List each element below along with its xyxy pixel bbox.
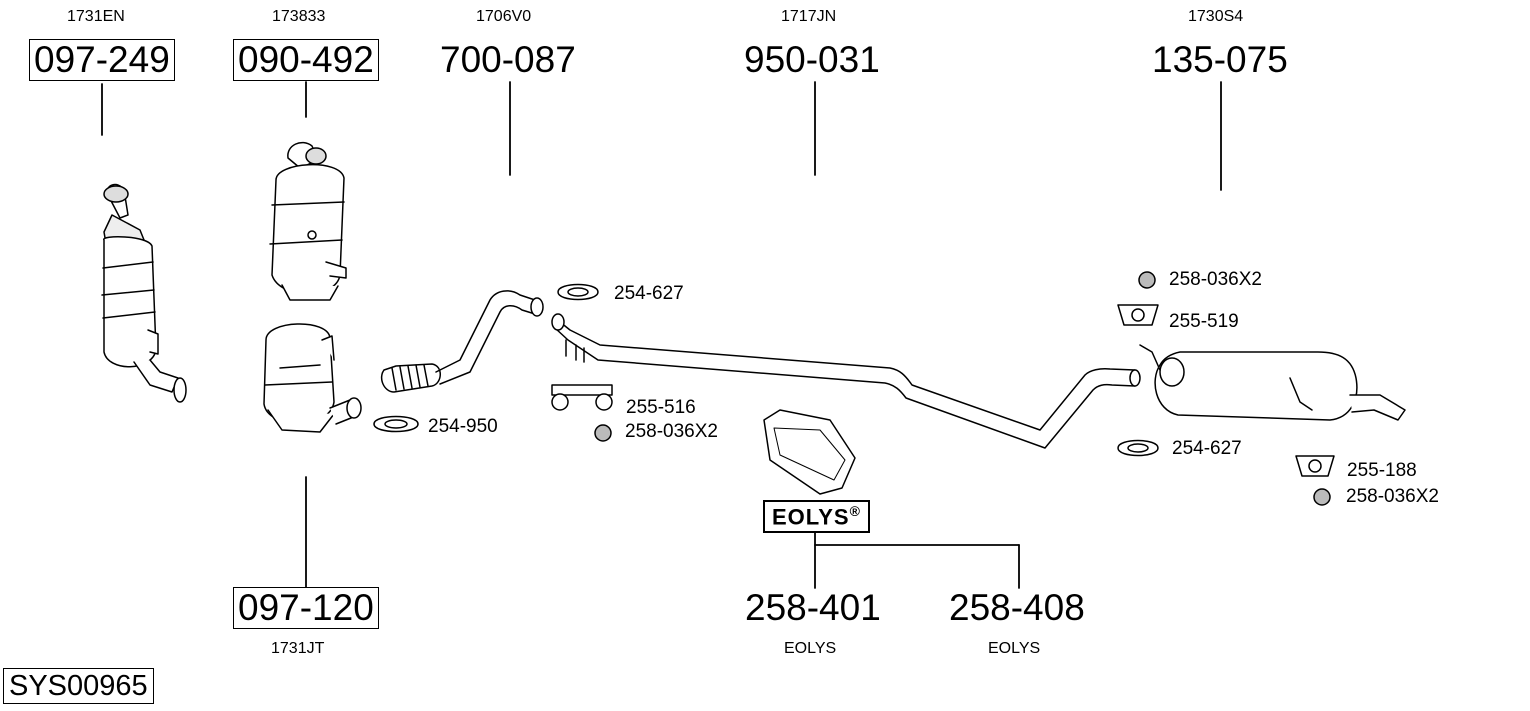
- nut-icons: [594, 271, 1331, 506]
- acc-mount-rear-right[interactable]: 255-188: [1347, 460, 1417, 481]
- catalyst-1-drawing: [101, 183, 187, 403]
- acc-nut-front[interactable]: 258-036X2: [625, 421, 718, 442]
- oe-ref-eolys2: EOLYS: [988, 640, 1041, 657]
- oe-ref-cat2: 173833: [272, 8, 326, 25]
- front-pipe-drawing: [380, 290, 544, 393]
- eolys-badge-mark: ®: [849, 503, 861, 519]
- mount-icons: [551, 304, 1335, 477]
- oe-ref-rear-silencer: 1730S4: [1188, 8, 1244, 25]
- part-number-cat1[interactable]: 097-249: [29, 39, 175, 81]
- part-number-rear-silencer[interactable]: 135-075: [1152, 39, 1288, 80]
- mount-icon-rear-right: [1295, 455, 1335, 477]
- part-number-centre-pipe[interactable]: 950-031: [744, 39, 880, 80]
- centre-pipe-drawing: [551, 313, 1141, 449]
- nut-icon-front: [594, 424, 612, 442]
- oe-ref-dpf: 1731JT: [271, 640, 325, 657]
- oe-ref-eolys1: EOLYS: [784, 640, 837, 657]
- eolys-badge: EOLYS®: [763, 500, 870, 534]
- clamp-icon-dpf: [373, 415, 419, 433]
- acc-clamp-dpf[interactable]: 254-950: [428, 416, 498, 437]
- bracket-icon-front: [551, 384, 613, 411]
- acc-clamp-rear[interactable]: 254-627: [1172, 438, 1242, 459]
- eolys-badge-text: EOLYS: [772, 504, 850, 530]
- oe-ref-front-pipe: 1706V0: [476, 8, 532, 25]
- system-id: SYS00965: [3, 668, 154, 704]
- part-number-dpf[interactable]: 097-120: [233, 587, 379, 629]
- acc-mount-rear-top[interactable]: 255-519: [1169, 311, 1239, 332]
- part-number-eolys1[interactable]: 258-401: [745, 587, 881, 628]
- nut-icon-rear-right: [1313, 488, 1331, 506]
- clamp-icon-rear: [1117, 439, 1159, 457]
- acc-bracket-front[interactable]: 255-516: [626, 397, 696, 418]
- acc-clamp-front[interactable]: 254-627: [614, 283, 684, 304]
- part-number-eolys2[interactable]: 258-408: [949, 587, 1085, 628]
- acc-nut-rear-top[interactable]: 258-036X2: [1169, 269, 1262, 290]
- part-number-front-pipe[interactable]: 700-087: [440, 39, 576, 80]
- clamp-icons: [373, 283, 1159, 457]
- clamp-icon-front: [557, 283, 599, 301]
- rear-silencer-drawing: [1139, 344, 1406, 421]
- leader-lines: [101, 81, 1222, 589]
- oe-ref-cat1: 1731EN: [67, 8, 125, 25]
- oe-ref-centre-pipe: 1717JN: [781, 8, 837, 25]
- mount-icon-rear-top: [1117, 304, 1159, 326]
- part-number-cat2[interactable]: 090-492: [233, 39, 379, 81]
- nut-icon-rear-top: [1138, 271, 1156, 289]
- catalyst-2-drawing: [269, 141, 347, 301]
- acc-nut-rear-right[interactable]: 258-036X2: [1346, 486, 1439, 507]
- eolys-pouch-drawing: [763, 409, 856, 495]
- dpf-drawing: [263, 323, 362, 433]
